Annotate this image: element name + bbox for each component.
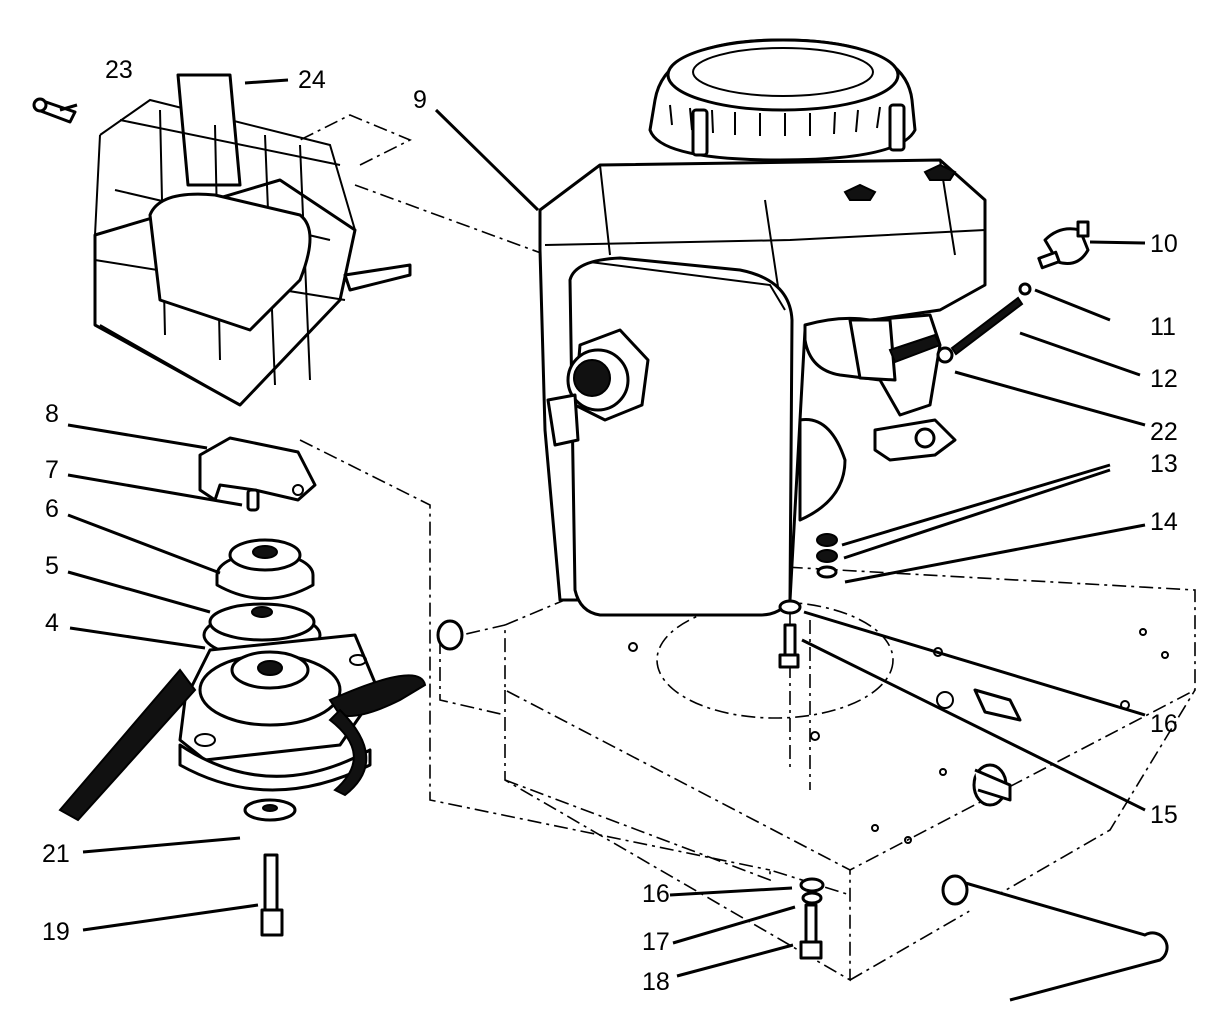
callout-23: 23 xyxy=(105,56,133,84)
callout-13: 13 xyxy=(1150,450,1178,478)
fuel-line xyxy=(950,296,1024,356)
callout-17: 17 xyxy=(642,928,670,956)
callout-labels: 23 24 9 10 11 12 22 13 14 16 15 8 7 6 5 … xyxy=(42,56,1178,996)
engine xyxy=(538,38,987,617)
callout-9: 9 xyxy=(413,86,427,114)
pulley-clutch xyxy=(58,538,427,937)
callout-21: 21 xyxy=(42,840,70,868)
callout-15: 15 xyxy=(1150,801,1178,829)
callout-18: 18 xyxy=(642,968,670,996)
callout-22: 22 xyxy=(1150,418,1178,446)
deck-frame xyxy=(299,114,1196,1002)
callout-24: 24 xyxy=(298,66,326,94)
callout-16-lower: 16 xyxy=(642,880,670,908)
callout-5: 5 xyxy=(45,552,59,580)
callout-4: 4 xyxy=(45,609,59,637)
callout-8: 8 xyxy=(45,400,59,428)
callout-10: 10 xyxy=(1150,230,1178,258)
hose-clamp xyxy=(1018,282,1032,296)
callout-7: 7 xyxy=(45,456,59,484)
leader-lines xyxy=(59,78,1146,978)
callout-11: 11 xyxy=(1150,313,1176,341)
callout-16-upper: 16 xyxy=(1150,710,1178,738)
callout-19: 19 xyxy=(42,918,70,946)
clutch-bracket xyxy=(198,436,317,512)
callout-12: 12 xyxy=(1150,365,1178,393)
engine-hardware xyxy=(778,533,838,960)
callout-14: 14 xyxy=(1150,508,1178,536)
callout-6: 6 xyxy=(45,495,59,523)
battery-holder xyxy=(32,73,412,407)
fuel-filter xyxy=(1037,220,1090,270)
